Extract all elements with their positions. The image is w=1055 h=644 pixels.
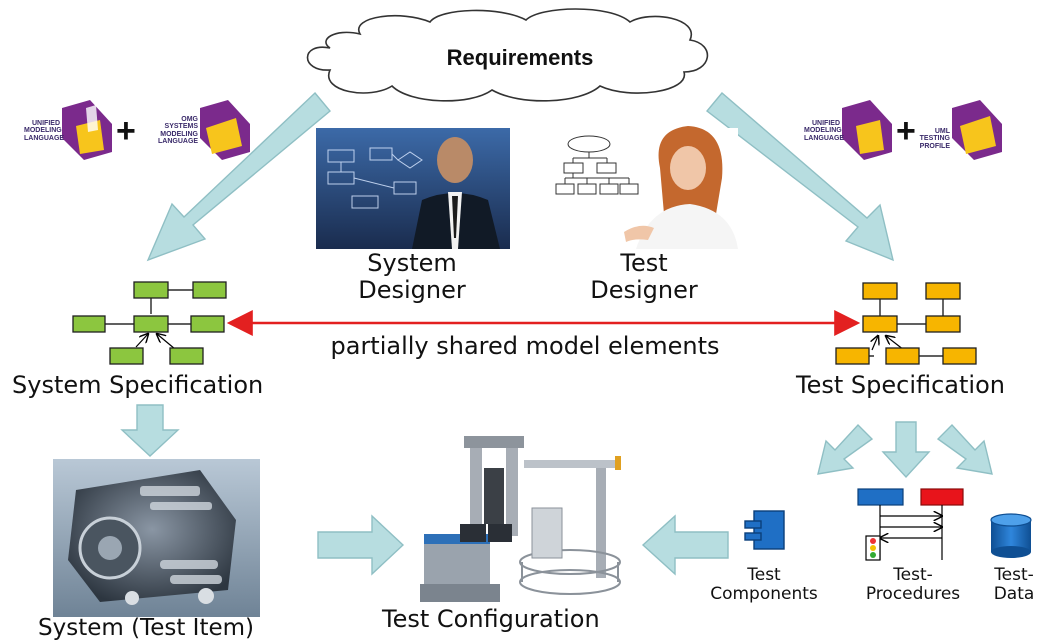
utp-logo [952,100,1002,160]
arrow-to-system-spec [146,91,331,262]
arrow-spec-to-components [817,423,874,475]
plus-sign-left: + [116,112,136,150]
test-configuration-label: Test Configuration [382,605,600,633]
arrow-spec-to-procedures [881,421,931,479]
test-data-line2: Data [993,584,1035,605]
test-components-line2: Components [710,584,818,605]
system-spec-model [72,281,227,365]
system-designer-label: System Designer [322,250,502,304]
arrow-system-to-config [317,514,405,576]
sysml-caption-2: SYSTEMS [164,123,198,131]
test-designer-photo [546,126,738,249]
requirements-cloud [306,8,709,102]
test-designer-line2: Designer [590,275,698,304]
sysml-caption: OMG SYSTEMS MODELING LANGUAGE [158,116,198,145]
system-designer-line1: System [367,249,457,277]
sysml-caption-4: LANGUAGE [158,138,199,146]
shared-elements-label: partially shared model elements [330,332,720,360]
test-data-label: Test- Data [984,565,1044,605]
uml-caption-left-1: UNIFIED [32,120,60,127]
uml-caption-left: UNIFIED MODELING LANGUAGE [24,120,65,142]
uml-caption-left-2: MODELING [24,127,62,135]
uml-caption-right-1: UNIFIED [812,120,840,127]
test-spec-model [835,282,977,365]
test-procedure-icon [857,488,964,561]
test-specification-label: Test Specification [796,371,1005,399]
test-component-icon [744,510,785,550]
requirements-label: Requirements [446,45,594,70]
system-specification-label: System Specification [12,371,264,399]
utp-caption-1: UML [934,128,950,135]
test-rig-photo [420,436,621,602]
utp-caption-3: PROFILE [919,142,950,150]
test-components-label: Test Components [684,565,844,605]
engine-photo [53,459,260,617]
test-components-line1: Test [747,565,781,585]
arrow-spec-to-system [120,404,180,457]
system-designer-photo [316,128,510,249]
test-procedures-label: Test- Procedures [846,565,980,605]
test-data-icon [990,513,1032,558]
uml-caption-right-3: LANGUAGE [804,134,845,142]
test-procedures-line1: Test- [893,565,933,585]
plus-sign-right: + [896,112,916,150]
uml-caption-right: UNIFIED MODELING LANGUAGE [804,120,845,142]
uml-caption-right-2: MODELING [804,127,842,135]
uml-logo-right [842,100,892,160]
sysml-logo [200,100,250,160]
arrow-spec-to-data [936,423,993,475]
uml-logo-left [62,100,112,160]
sysml-caption-1: OMG [181,116,198,123]
system-designer-line2: Designer [358,275,466,304]
test-designer-label: Test Designer [554,250,734,304]
test-procedures-line2: Procedures [865,584,961,605]
utp-caption-2: TESTING [919,135,950,143]
sysml-caption-3: MODELING [160,130,198,138]
test-data-line1: Test- [994,565,1034,585]
arrow-components-to-config [641,514,729,576]
test-designer-line1: Test [620,249,668,277]
uml-caption-left-3: LANGUAGE [24,134,65,142]
utp-caption: UML TESTING PROFILE [918,128,950,150]
system-test-item-label: System (Test Item) [38,615,254,641]
